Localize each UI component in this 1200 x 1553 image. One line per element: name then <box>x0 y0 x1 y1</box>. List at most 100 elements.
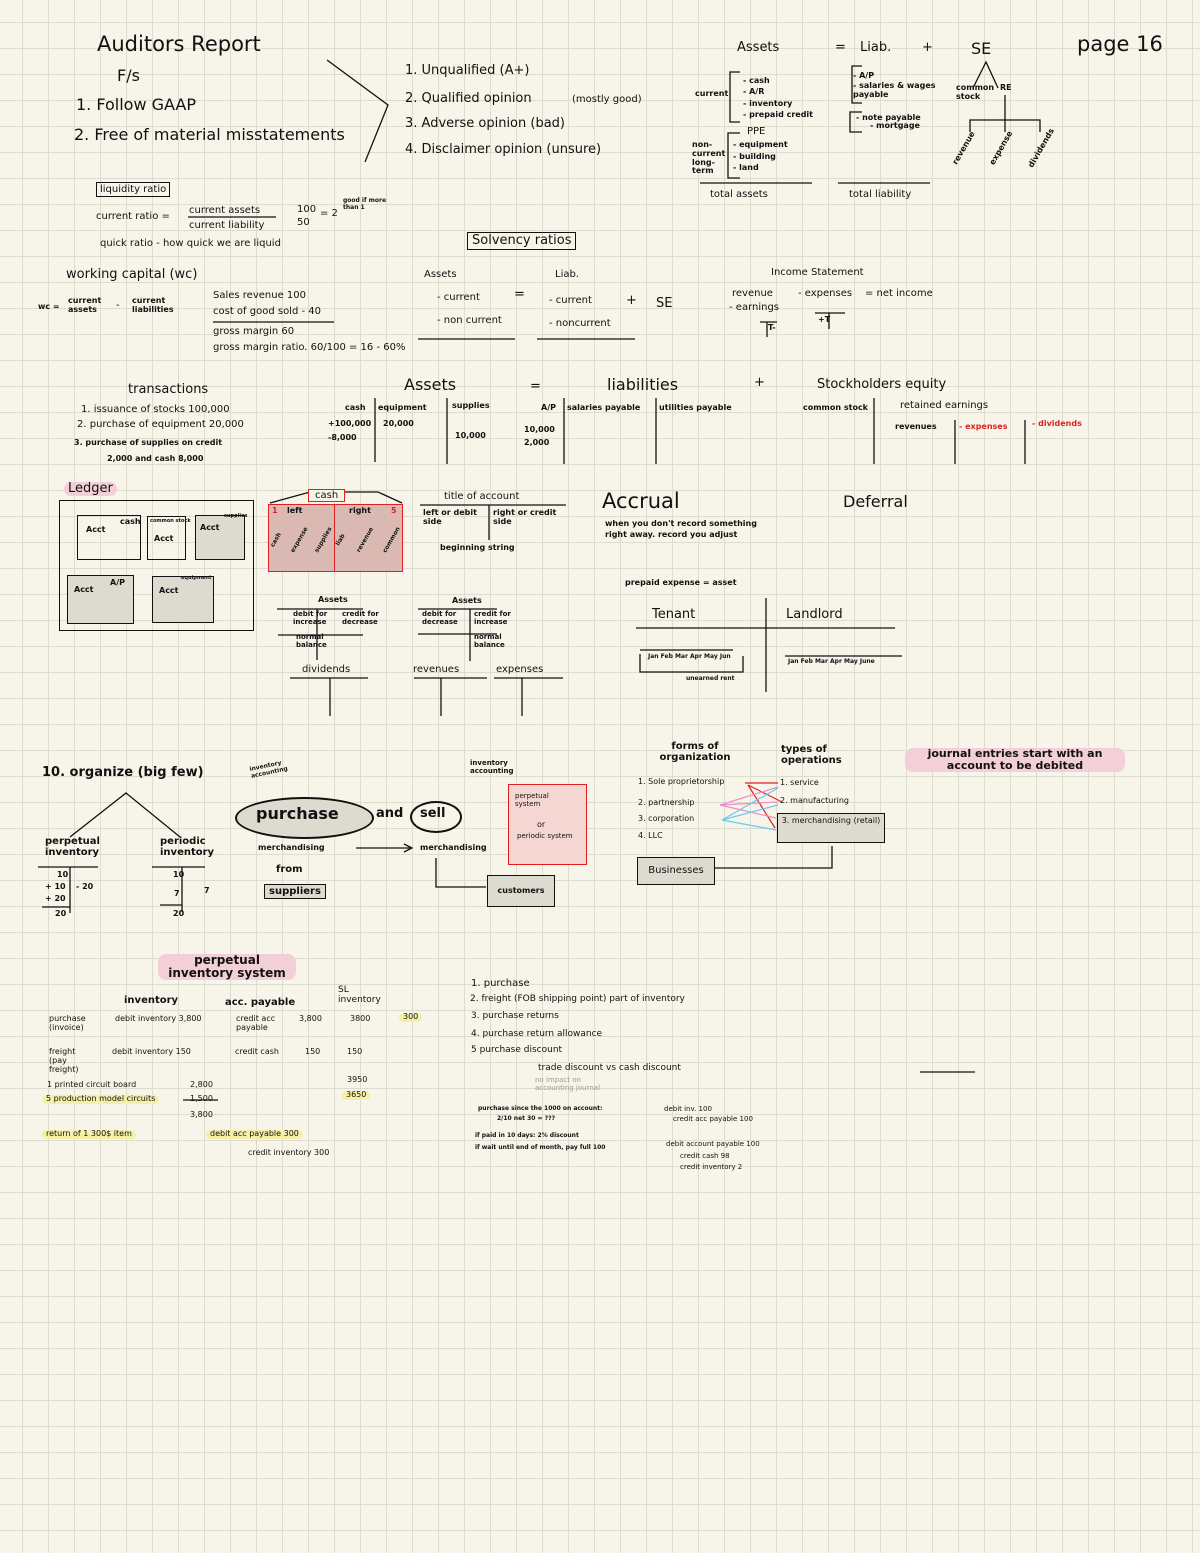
nb-expenses: expenses <box>496 664 544 675</box>
bs-ppe: PPE <box>747 126 766 137</box>
left-num: 1 <box>272 506 278 515</box>
ps-return-note: return of 1 300$ item <box>42 1129 136 1139</box>
supplies-val: 10,000 <box>455 431 486 440</box>
acct-label: Acct <box>154 534 174 543</box>
ps-header: inventory <box>124 995 179 1006</box>
ps-row-inv: 3800 <box>350 1014 371 1023</box>
se-child: RE <box>1000 83 1012 92</box>
form-item: 4. LLC <box>638 831 663 840</box>
ledger-account-cash: Acct cash <box>77 515 141 560</box>
businesses-box: Businesses <box>637 857 715 885</box>
solvency-se: SE <box>656 296 673 311</box>
wc-minus: - <box>116 300 120 311</box>
gross-margin: gross margin 60 <box>213 326 295 337</box>
acct-label: Acct <box>200 523 220 532</box>
income-expenses: - expenses <box>798 288 853 299</box>
ps-return-debit: debit acc payable 300 <box>206 1129 303 1139</box>
trade-vs-cash: trade discount vs cash discount <box>538 1063 681 1073</box>
ps-item-val: 2,800 <box>190 1080 213 1089</box>
type-item-merchandising: 3. merchandising (retail) <box>777 813 885 843</box>
p-val: 20 <box>55 909 67 918</box>
income-t1: T- <box>768 323 776 332</box>
income-revenue: revenue <box>732 288 773 299</box>
landlord-months: Jan Feb Mar Apr May June <box>788 658 875 665</box>
purchase-item: 4. purchase return allowance <box>471 1029 603 1039</box>
nb-dividends: dividends <box>302 664 351 675</box>
ps-header: acc. payable <box>225 997 296 1008</box>
unearned-rent: unearned rent <box>686 675 735 682</box>
title-of-account: title of account <box>444 491 520 502</box>
ps-row-label: purchase (invoice) <box>49 1014 86 1032</box>
working-capital: working capital (wc) <box>66 267 198 282</box>
ps-row-inv: 150 <box>347 1047 363 1056</box>
deferral-title: Deferral <box>843 492 908 511</box>
transaction-item: 3. purchase of supplies on credit <box>74 438 223 447</box>
p-val: + 10 <box>45 882 66 891</box>
ps-row-credit-val: 3,800 <box>299 1014 322 1023</box>
nb-debit-increase: debit for increase <box>293 610 328 626</box>
nb-debit-decrease: debit for decrease <box>422 610 458 626</box>
aeq-col: retained earnings <box>900 400 989 411</box>
aeq-col: revenues <box>895 422 937 431</box>
tenant-label: Tenant <box>652 607 696 622</box>
from-label: from <box>276 864 303 875</box>
solvency-title: Solvency ratios <box>467 232 577 251</box>
cash-val: +100,000 <box>328 419 372 428</box>
bs-ppe-item: - land <box>733 163 759 172</box>
landlord-label: Landlord <box>786 607 843 622</box>
accrual-title: Accrual <box>602 489 680 513</box>
bs-assets: Assets <box>737 40 780 55</box>
bs-liab-item: - A/P <box>853 71 875 80</box>
form-item: 3. corporation <box>638 814 695 823</box>
bs-liab-long: - note payable <box>856 113 921 122</box>
journal-line: debit account payable 100 <box>666 1140 760 1148</box>
aeq-plus: + <box>754 375 765 390</box>
opinion-item: 1. Unqualified (A+) <box>405 63 530 78</box>
solvency-eq: = <box>514 287 525 302</box>
nb-normal-balance: normal balance <box>296 633 327 649</box>
bs-current-item: - A/R <box>743 87 765 96</box>
cash-t-title: cash <box>308 489 346 502</box>
bs-total-liab: total liability <box>849 189 912 200</box>
bs-total-assets: total assets <box>710 189 768 200</box>
left-col: expense <box>289 525 310 554</box>
equipment-val: 20,000 <box>383 419 414 428</box>
perpetual-inventory: perpetual inventory <box>45 836 100 858</box>
journal-line: credit cash 98 <box>680 1152 730 1160</box>
q-val: 20 <box>173 909 185 918</box>
solvency-liab: Liab. <box>555 269 580 280</box>
accrual-desc: when you don't record something <box>605 519 757 528</box>
liquidity-label: liquidity ratio <box>96 182 171 197</box>
aeq-se: Stockholders equity <box>817 377 947 392</box>
type-item: 1. service <box>780 778 819 787</box>
wc-a: current assets <box>68 296 102 314</box>
journal-line: credit inventory 2 <box>680 1163 743 1171</box>
left-col: cash <box>269 531 283 549</box>
bs-current-item: - prepaid credit <box>743 110 813 119</box>
right-col: common <box>381 525 402 555</box>
inventory-accounting-note2: inventory accounting <box>470 759 514 775</box>
p-val: - 20 <box>76 882 94 891</box>
q-val: 7 <box>174 889 180 898</box>
sell-label: sell <box>420 806 446 821</box>
periodic-inventory: periodic inventory <box>160 836 215 858</box>
acct-label: Acct <box>86 525 106 534</box>
sales-revenue: Sales revenue 100 <box>213 290 307 301</box>
aeq-col: cash <box>345 403 366 412</box>
acct-name: equipment <box>181 575 212 581</box>
bs-plus: + <box>922 40 933 55</box>
aeq-assets: Assets <box>404 375 457 394</box>
right-credit-side: right or credit side <box>493 508 557 526</box>
ap-val: 10,000 <box>524 425 555 434</box>
purchase-item: 5 purchase discount <box>471 1045 563 1055</box>
merchandising-label: merchandising <box>258 843 325 852</box>
bs-current-item: - cash <box>743 76 770 85</box>
acct-name: supplies <box>224 513 248 519</box>
nb-credit-decrease: credit for decrease <box>342 610 379 626</box>
systems-box: perpetual system or periodic system <box>508 784 587 865</box>
ps-row-credit: credit cash <box>235 1047 279 1056</box>
wc-prefix: wc = <box>38 302 60 311</box>
aeq-col: - dividends <box>1032 419 1082 428</box>
bs-se: SE <box>971 39 992 58</box>
bs-noncurrent-label: non-current long-term <box>692 140 726 176</box>
